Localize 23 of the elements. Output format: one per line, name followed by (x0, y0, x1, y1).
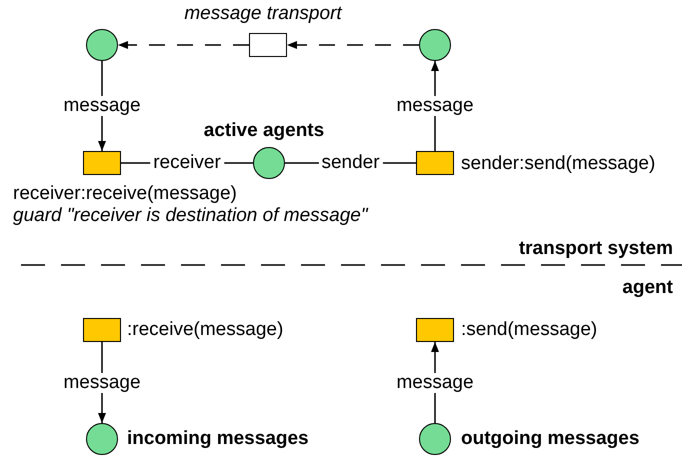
transition-label: sender:send(message) (461, 153, 656, 175)
transition-box (249, 33, 287, 57)
guard-label: guard "receiver is destination of message" (13, 205, 368, 227)
place-circle (86, 29, 118, 61)
transition-label: receiver:receive(message) (13, 183, 237, 205)
place-label: incoming messages (127, 428, 309, 450)
transition-box (83, 318, 121, 342)
transition-label: :send(message) (461, 319, 598, 341)
place-circle (86, 423, 118, 455)
dashed-arrow (118, 41, 249, 49)
place-circle (419, 423, 451, 455)
place-circle (253, 147, 285, 179)
transition-box (416, 151, 454, 175)
transition-label: :receive(message) (127, 319, 284, 341)
section-label: transport system (518, 238, 673, 260)
place-circle (419, 29, 451, 61)
place-label: active agents (204, 120, 324, 142)
section-label: agent (622, 277, 673, 299)
place-label: outgoing messages (461, 428, 640, 450)
transition-label: message transport (184, 3, 342, 25)
transition-box (416, 318, 454, 342)
transition-box (83, 151, 121, 175)
dashed-arrow (287, 41, 419, 49)
